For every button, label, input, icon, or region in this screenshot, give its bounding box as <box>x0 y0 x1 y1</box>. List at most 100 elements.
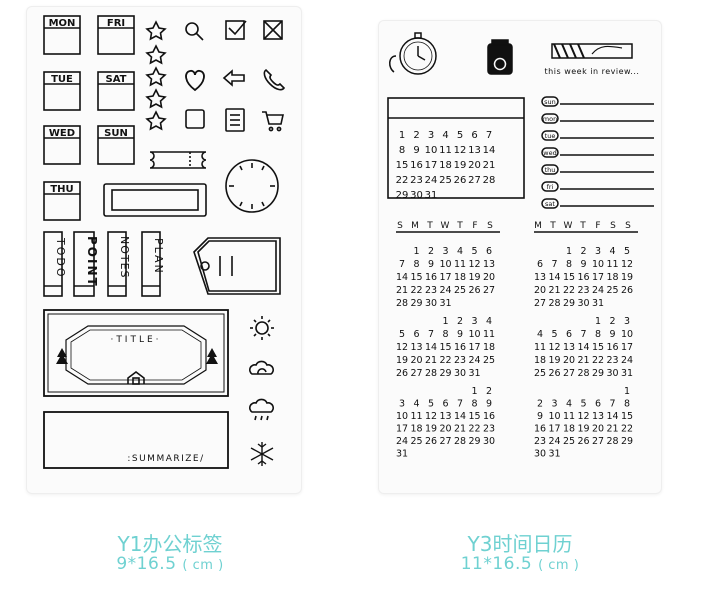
calendar-day: 26 <box>577 436 589 447</box>
arrow-left-icon <box>222 69 245 87</box>
calendar-day: 1 <box>399 130 405 141</box>
calendar-day: 27 <box>468 175 481 186</box>
calendar-day: 16 <box>534 424 546 435</box>
weekday-header-right: M <box>534 221 542 231</box>
calendar-day: 2 <box>580 246 586 257</box>
calendar-day: 2 <box>413 130 419 141</box>
calendar-day: 21 <box>548 285 560 296</box>
left-caption-size: 9*16.5 ( cm ) <box>60 554 280 574</box>
day-tag-sat: SAT <box>97 71 135 111</box>
calendar-day: 27 <box>410 368 422 379</box>
vertical-tag-point: POINT <box>73 231 99 297</box>
calendar-day: 9 <box>609 329 615 340</box>
label-frame <box>103 183 207 217</box>
calendar-day: 18 <box>483 342 495 353</box>
calendar-day: 11 <box>534 342 546 353</box>
calendar-day: 29 <box>410 298 422 309</box>
calendar-day: 5 <box>399 329 405 340</box>
calendar-day: 6 <box>486 246 492 257</box>
calendar-day: 5 <box>624 246 630 257</box>
calendar-day: 14 <box>606 411 618 422</box>
calendar-day: 16 <box>606 342 618 353</box>
right-caption-size: 11*16.5 ( cm ) <box>410 554 630 574</box>
calendar-day: 12 <box>548 342 560 353</box>
calendar-day: 25 <box>534 368 546 379</box>
calendar-day: 29 <box>563 298 575 309</box>
calendar-day: 22 <box>410 285 422 296</box>
calendar-day: 29 <box>396 190 409 201</box>
calendar-day: 22 <box>439 355 451 366</box>
calendar-day: 7 <box>399 259 405 270</box>
day-tag-tue-label: TUE <box>51 74 73 85</box>
calendar-day: 18 <box>410 424 422 435</box>
day-tag-sat-label: SAT <box>106 74 127 85</box>
weekday-header-left: W <box>441 221 450 231</box>
calendar-day: 12 <box>396 342 408 353</box>
calendar-day: 3 <box>442 246 448 257</box>
calendar-day: 2 <box>537 399 543 410</box>
calendar-day: 3 <box>551 399 557 410</box>
calendar-day: 19 <box>577 424 589 435</box>
calendar-day: 12 <box>425 411 437 422</box>
calendar-day: 13 <box>410 342 422 353</box>
vertical-tag-notes: NOTES <box>107 231 131 297</box>
calendar-day: 29 <box>621 436 633 447</box>
weekday-header-right: F <box>595 221 600 231</box>
calendar-day: 14 <box>425 342 437 353</box>
calendar-day: 21 <box>483 160 496 171</box>
calendar-day: 7 <box>428 329 434 340</box>
day-tag-mon-label: MON <box>49 18 76 29</box>
calendar-day: 10 <box>548 411 560 422</box>
calendar-day: 23 <box>606 355 618 366</box>
vertical-tag-todo-label: TODO <box>54 237 67 279</box>
day-tag-thu-label: THU <box>50 184 73 195</box>
calendar-day: 20 <box>563 355 575 366</box>
calendar-day: 8 <box>413 259 419 270</box>
weekday-header-left: S <box>487 221 493 231</box>
calendar-day: 20 <box>468 160 481 171</box>
calendar-day: 8 <box>624 399 630 410</box>
calendar-day: 31 <box>425 190 438 201</box>
summarize-label: :SUMMARIZE/ <box>127 454 204 464</box>
calendar-day: 3 <box>428 130 434 141</box>
calendar-day: 2 <box>457 316 463 327</box>
banner-stamp: this week in review... <box>545 43 640 76</box>
calendar-day: 15 <box>563 272 575 283</box>
calendar-day: 28 <box>577 368 589 379</box>
calendar-day: 27 <box>439 436 451 447</box>
calendar-day: 15 <box>592 342 604 353</box>
day-tag-wed: WED <box>43 125 81 165</box>
day-tag-sun-label: SUN <box>104 128 128 139</box>
house-icon <box>127 371 145 385</box>
calendar-day: 5 <box>457 130 463 141</box>
vertical-tag-notes-label: NOTES <box>118 236 131 279</box>
camera-icon <box>487 39 513 75</box>
calendar-day: 26 <box>454 175 467 186</box>
checked-box-icon <box>225 20 247 40</box>
calendar-day: 15 <box>439 342 451 353</box>
calendar-day: 6 <box>595 399 601 410</box>
calendar-day: 10 <box>439 259 451 270</box>
calendar-day: 7 <box>486 130 492 141</box>
tag-icon <box>193 237 281 295</box>
calendar-day: 23 <box>410 175 423 186</box>
title-frame: ·TITLE· <box>43 309 229 397</box>
calendar-day: 1 <box>566 246 572 257</box>
banner-text: this week in review... <box>545 67 640 76</box>
calendar-day: 28 <box>483 175 496 186</box>
calendar-day: 3 <box>595 246 601 257</box>
day-tag-tue: TUE <box>43 71 81 111</box>
calendar-day: 30 <box>483 436 495 447</box>
calendar-day: 1 <box>595 316 601 327</box>
calendar-day: 13 <box>439 411 451 422</box>
calendar-day: 3 <box>471 316 477 327</box>
day-tag-wed-label: WED <box>49 128 75 139</box>
calendar-day: 20 <box>439 424 451 435</box>
calendar-day: 19 <box>621 272 633 283</box>
calendar-day: 14 <box>396 272 408 283</box>
calendar-day: 27 <box>563 368 575 379</box>
calendar-day: 10 <box>425 145 438 156</box>
calendar-day: 15 <box>621 411 633 422</box>
calendar-day: 30 <box>425 298 437 309</box>
